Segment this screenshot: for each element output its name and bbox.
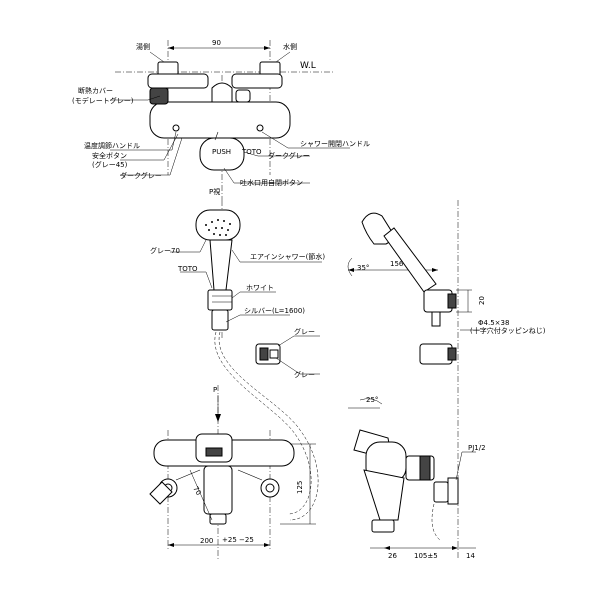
- dim-200: 200: [200, 537, 213, 545]
- shower-head-view: [195, 200, 241, 340]
- dim-35-angle: 35°: [357, 264, 369, 272]
- label-cold-side: 水側: [283, 42, 297, 51]
- label-gray70: グレー70: [150, 246, 180, 255]
- label-safety-button: 安全ボタン: [92, 151, 127, 160]
- dim-200-tolerance: +25 −25: [222, 536, 254, 544]
- dim-25-angle: 25°: [366, 396, 378, 404]
- dim-26: 26: [388, 552, 397, 560]
- label-temp-handle: 温度調節ハンドル: [84, 141, 140, 150]
- label-p-view: P視: [209, 187, 220, 196]
- side-faucet-view: [348, 398, 476, 550]
- label-silver-hose: シルバー(L=1600): [244, 307, 305, 315]
- label-screw-note: (十字穴付タッピンねじ): [470, 326, 546, 335]
- label-dark-gray-2: ダークグレー: [268, 151, 310, 160]
- label-toto-2: TOTO: [177, 265, 198, 273]
- label-safety-button-color: (グレー45): [92, 160, 128, 169]
- label-heat-cover-color: (モデレートグレー): [72, 96, 134, 105]
- label-gray-1: グレー: [294, 327, 315, 336]
- label-dark-gray-1: ダークグレー: [120, 171, 162, 180]
- label-screw: Φ4.5×38: [478, 319, 509, 327]
- shower-hook-view: [347, 200, 480, 560]
- dim-125: 125: [296, 481, 304, 494]
- dim-20: 20: [478, 296, 486, 305]
- top-faucet-view: [115, 40, 335, 200]
- hose-holder: [255, 335, 320, 375]
- label-p-arrow: P: [213, 386, 217, 394]
- label-gray-2: グレー: [294, 370, 315, 379]
- label-hot-side: 湯側: [136, 42, 150, 51]
- label-push: PUSH: [212, 148, 231, 156]
- label-pj: PJ1/2: [468, 444, 486, 452]
- shower-hose: [218, 331, 319, 521]
- label-heat-cover: 断熱カバー: [78, 86, 113, 95]
- dim-156: 156: [390, 260, 404, 268]
- label-air-shower: エアインシャワー(節水): [250, 252, 325, 261]
- label-toto-1: TOTO: [241, 148, 262, 156]
- dim-14: 14: [466, 552, 475, 560]
- dim-105: 105±5: [414, 552, 438, 560]
- dim-70: 70: [191, 485, 202, 497]
- front-faucet-view: [149, 385, 316, 560]
- label-white: ホワイト: [246, 284, 274, 292]
- label-shower-handle: シャワー開閉ハンドル: [300, 140, 370, 148]
- label-spout-button: 吐水口用自閉ボタン: [240, 178, 303, 187]
- label-wl: W.L: [300, 61, 316, 71]
- dim-90: 90: [212, 39, 221, 47]
